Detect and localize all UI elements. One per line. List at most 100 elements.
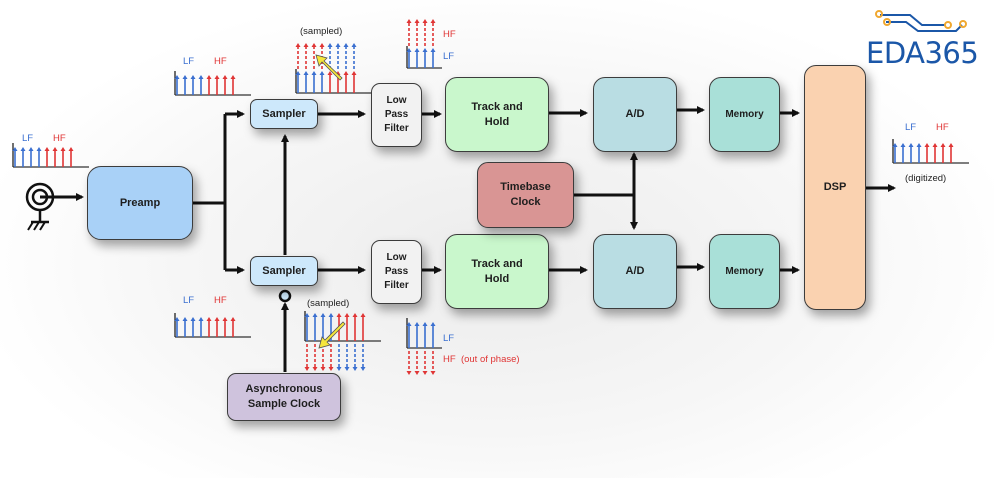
hf-alias-tone-head	[430, 371, 436, 375]
preamp-label: Preamp	[119, 196, 161, 209]
lf-tone-head	[174, 75, 180, 79]
memory-bottom-label: Memory	[725, 266, 764, 277]
hf-tone-head	[222, 317, 228, 321]
spectrum-sampler-top-sampled	[295, 43, 372, 94]
lf-tone-head	[182, 75, 188, 79]
lf-tone-head	[406, 48, 412, 52]
spectrum-lpf-bottom-output	[406, 318, 442, 375]
dsp-block[interactable]: DSP	[804, 65, 866, 310]
aliased-tone-head	[328, 367, 334, 371]
spectrum-lpf-top-output	[406, 19, 442, 69]
async-sample-clock-block[interactable]: Asynchronous Sample Clock	[227, 373, 341, 421]
sampler-top-block[interactable]: Sampler	[250, 99, 318, 129]
lf-tone-head	[414, 322, 420, 326]
aliased-tone-head	[295, 43, 301, 47]
hf-tone-head	[932, 143, 938, 147]
bottom-filtered-hf-label: HF (out of phase)	[443, 354, 520, 365]
ad-bottom-label: A/D	[625, 265, 645, 277]
spectrum-input	[12, 143, 89, 168]
lf-tone-head	[422, 48, 428, 52]
output-hf-label: HF	[936, 122, 949, 133]
hf-alias-tone-head	[422, 19, 428, 23]
hf-alias-tone-head	[414, 371, 420, 375]
lf-tone-head	[12, 147, 18, 151]
lf-tone-head	[430, 322, 436, 326]
lf-tone-head	[174, 317, 180, 321]
lf-tone-head	[892, 143, 898, 147]
lf-tone-head	[36, 147, 42, 151]
hf-tone-head	[52, 147, 58, 151]
aliased-tone-head	[344, 367, 350, 371]
lf-tone-head	[182, 317, 188, 321]
hf-tone-head	[327, 71, 333, 75]
sampler-top-label: Sampler	[262, 107, 306, 120]
aliased-tone-head	[304, 367, 310, 371]
hf-alias-tone-head	[406, 371, 412, 375]
hf-tone-head	[344, 313, 350, 317]
hf-tone-head	[222, 75, 228, 79]
top-filtered-hf-label: HF	[443, 29, 456, 40]
lpf-bottom-block[interactable]: Low Pass Filter	[371, 240, 422, 304]
lpf-bottom-label: Low Pass Filter	[384, 252, 409, 291]
lf-tone-head	[320, 313, 326, 317]
hf-tone-head	[336, 313, 342, 317]
timebase-clock-block[interactable]: Timebase Clock	[477, 162, 574, 228]
memory-top-label: Memory	[725, 109, 764, 120]
hf-tone-head	[214, 317, 220, 321]
lf-tone-head	[916, 143, 922, 147]
timebase-clock-label: Timebase Clock	[500, 181, 551, 208]
ad-bottom-block[interactable]: A/D	[593, 234, 677, 309]
preamp-block[interactable]: Preamp	[87, 166, 193, 240]
antenna-icon	[25, 182, 55, 231]
track-hold-top-block[interactable]: Track and Hold	[445, 77, 549, 152]
dsp-label: DSP	[823, 181, 847, 193]
hf-tone-head	[206, 75, 212, 79]
memory-bottom-block[interactable]: Memory	[709, 234, 780, 309]
hf-tone-head	[352, 313, 358, 317]
lf-tone-head	[414, 48, 420, 52]
bottom-in-hf-label: HF	[214, 295, 227, 306]
lf-tone-head	[422, 322, 428, 326]
async-sample-clock-label: Asynchronous Sample Clock	[245, 383, 323, 410]
input-lf-label: LF	[22, 133, 34, 144]
alias-arrow-bottom-icon	[318, 321, 346, 349]
spectrum-sampler-bottom-sampled	[304, 311, 381, 371]
lf-tone-head	[295, 71, 301, 75]
hf-alias-tone-head	[422, 371, 428, 375]
top-in-hf-label: HF	[214, 56, 227, 67]
spectrum-sampler-bottom-input	[174, 313, 251, 338]
lf-tone-head	[190, 317, 196, 321]
spectrum-sampler-top-input	[174, 71, 251, 96]
sampler-bottom-label: Sampler	[262, 264, 306, 277]
top-filtered-lf-label: LF	[443, 51, 455, 62]
aliased-tone-head	[312, 367, 318, 371]
lf-tone-head	[319, 71, 325, 75]
sampler-bottom-block[interactable]: Sampler	[250, 256, 318, 286]
bottom-in-lf-label: LF	[183, 295, 195, 306]
bottom-filtered-lf-label: LF	[443, 333, 455, 344]
hf-tone-head	[351, 71, 357, 75]
lf-tone-head	[430, 48, 436, 52]
lpf-top-label: Low Pass Filter	[384, 95, 409, 134]
memory-top-block[interactable]: Memory	[709, 77, 780, 152]
aliased-tone-head	[351, 43, 357, 47]
hf-tone-head	[360, 313, 366, 317]
logo-circuit-icon	[875, 10, 967, 32]
ad-top-label: A/D	[625, 108, 645, 120]
top-sampled-caption: (sampled)	[300, 26, 343, 37]
track-hold-bottom-block[interactable]: Track and Hold	[445, 234, 549, 309]
track-hold-bottom-label: Track and Hold	[471, 257, 523, 285]
lf-tone-head	[20, 147, 26, 151]
hf-tone-head	[230, 317, 236, 321]
hf-tone-head	[940, 143, 946, 147]
hf-tone-head	[214, 75, 220, 79]
lf-tone-head	[406, 322, 412, 326]
lf-tone-head	[190, 75, 196, 79]
hf-tone-head	[44, 147, 50, 151]
aliased-tone-head	[327, 43, 333, 47]
lpf-top-block[interactable]: Low Pass Filter	[371, 83, 422, 147]
bottom-sampled-caption: (sampled)	[307, 298, 350, 309]
lf-tone-head	[312, 313, 318, 317]
ad-top-block[interactable]: A/D	[593, 77, 677, 152]
aliased-tone-head	[319, 43, 325, 47]
